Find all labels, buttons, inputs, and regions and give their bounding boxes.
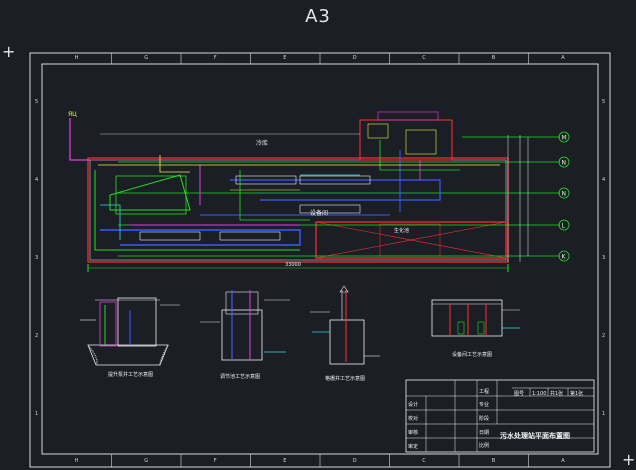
building-b-label: 设备间 bbox=[310, 209, 328, 217]
section-caption-4: 设备间工艺示意图 bbox=[452, 351, 492, 358]
grid-row-label-2-right: 2 bbox=[602, 333, 605, 339]
pool-label: 生化池 bbox=[394, 227, 409, 234]
grid-row-label-5-left: 5 bbox=[35, 99, 38, 105]
grid-column-label-d-top: D bbox=[353, 55, 357, 61]
axis-marker-label: L bbox=[562, 223, 566, 230]
title-block-header-2: 1:100 bbox=[532, 391, 546, 397]
section-equipment-room: 设备间工艺示意图 bbox=[431, 299, 520, 358]
title-block-row-left-1: 设计 bbox=[408, 401, 418, 408]
title-block-row-right-5: 比例 bbox=[479, 442, 489, 449]
grid-column-label-b-top: B bbox=[492, 55, 496, 61]
section-caption-1: 提升泵井工艺示意图 bbox=[108, 371, 153, 378]
axis-marker-label: N bbox=[562, 191, 567, 198]
axis-marker-label: K bbox=[562, 254, 567, 261]
title-block-header-4: 第1张 bbox=[570, 390, 583, 397]
grid-row-label-1-left: 1 bbox=[35, 411, 38, 417]
section-caption-3: 格栅井工艺示意图 bbox=[325, 375, 365, 382]
axis-marker-label: M bbox=[562, 135, 567, 142]
crosshair-bottom-right-icon: + bbox=[622, 450, 636, 469]
axis-marker-circle bbox=[558, 156, 570, 168]
grid-row-label-3-right: 3 bbox=[602, 255, 605, 261]
title-block-row-left-3: 审核 bbox=[408, 429, 418, 436]
room-label: 冷库 bbox=[256, 139, 268, 147]
column-grid-ticks: H H G G F F E E D D C C B B A A bbox=[75, 53, 565, 467]
grid-row-label-5-right: 5 bbox=[602, 99, 605, 105]
axis-marker-circle bbox=[558, 187, 570, 199]
grid-column-label-a-bottom: A bbox=[561, 458, 565, 464]
title-block: 图号 1:100 共1张 第1张 设计 校对 审核 审定 工程 专业 阶段 日期… bbox=[405, 379, 595, 453]
grid-column-label-f-bottom: F bbox=[214, 458, 217, 464]
grid-column-label-h-top: H bbox=[75, 55, 79, 61]
axis-marker-label: N bbox=[562, 160, 567, 167]
title-block-header-3: 共1张 bbox=[550, 390, 563, 397]
title-block-row-right-1: 工程 bbox=[479, 388, 489, 395]
grid-column-label-d-bottom: D bbox=[353, 458, 357, 464]
row-grid-ticks: 5 5 4 4 3 3 2 2 1 1 bbox=[35, 99, 605, 417]
title-block-row-right-2: 专业 bbox=[479, 401, 489, 408]
grid-column-label-h-bottom: H bbox=[75, 458, 79, 464]
axis-marker-circle bbox=[558, 219, 570, 231]
grid-row-label-4-left: 4 bbox=[35, 177, 38, 183]
section-regulation-tank: 调节池工艺示意图 bbox=[200, 290, 290, 380]
dimension-label: 33000 bbox=[285, 262, 301, 268]
sheet-size-label: A3 bbox=[305, 6, 331, 27]
section-caption-2: 调节池工艺示意图 bbox=[220, 373, 260, 380]
axis-marker-circle bbox=[558, 250, 570, 262]
crosshair-top-left-icon: + bbox=[2, 42, 16, 61]
grid-row-label-1-right: 1 bbox=[602, 411, 605, 417]
grid-row-label-4-right: 4 bbox=[602, 177, 605, 183]
grid-column-label-c-top: C bbox=[422, 55, 426, 61]
title-block-row-right-4: 日期 bbox=[479, 430, 489, 436]
grid-column-label-b-bottom: B bbox=[492, 458, 496, 464]
title-block-row-left-2: 校对 bbox=[408, 415, 418, 422]
grid-column-label-a-top: A bbox=[561, 55, 565, 61]
grid-column-label-e-top: E bbox=[283, 55, 286, 61]
north-label: ЯЦ bbox=[68, 111, 77, 118]
grid-column-label-e-bottom: E bbox=[283, 458, 286, 464]
section-lift-pump-well: 提升泵井工艺示意图 bbox=[80, 297, 180, 378]
grid-row-label-3-left: 3 bbox=[35, 255, 38, 261]
grid-row-label-2-left: 2 bbox=[35, 333, 38, 339]
grid-column-label-f-top: F bbox=[214, 55, 217, 61]
axis-marker-circle bbox=[558, 131, 570, 143]
title-block-header-1: 图号 bbox=[514, 391, 524, 397]
title-block-row-right-3: 阶段 bbox=[479, 415, 489, 422]
axis-markers: M N N L K bbox=[558, 131, 570, 262]
plan-view: ЯЦ 冷库 设备间 生化池 33000 M N N L K bbox=[68, 111, 570, 272]
section-grille-well: 格栅井工艺示意图 bbox=[310, 285, 380, 382]
title-block-row-left-4: 审定 bbox=[408, 443, 418, 450]
grid-column-label-g-top: G bbox=[144, 55, 148, 61]
grid-column-label-c-bottom: C bbox=[422, 458, 426, 464]
drawing-title: 污水处理站平面布置图 bbox=[500, 431, 570, 440]
grid-column-label-g-bottom: G bbox=[144, 458, 148, 464]
pool-outline bbox=[315, 221, 507, 259]
